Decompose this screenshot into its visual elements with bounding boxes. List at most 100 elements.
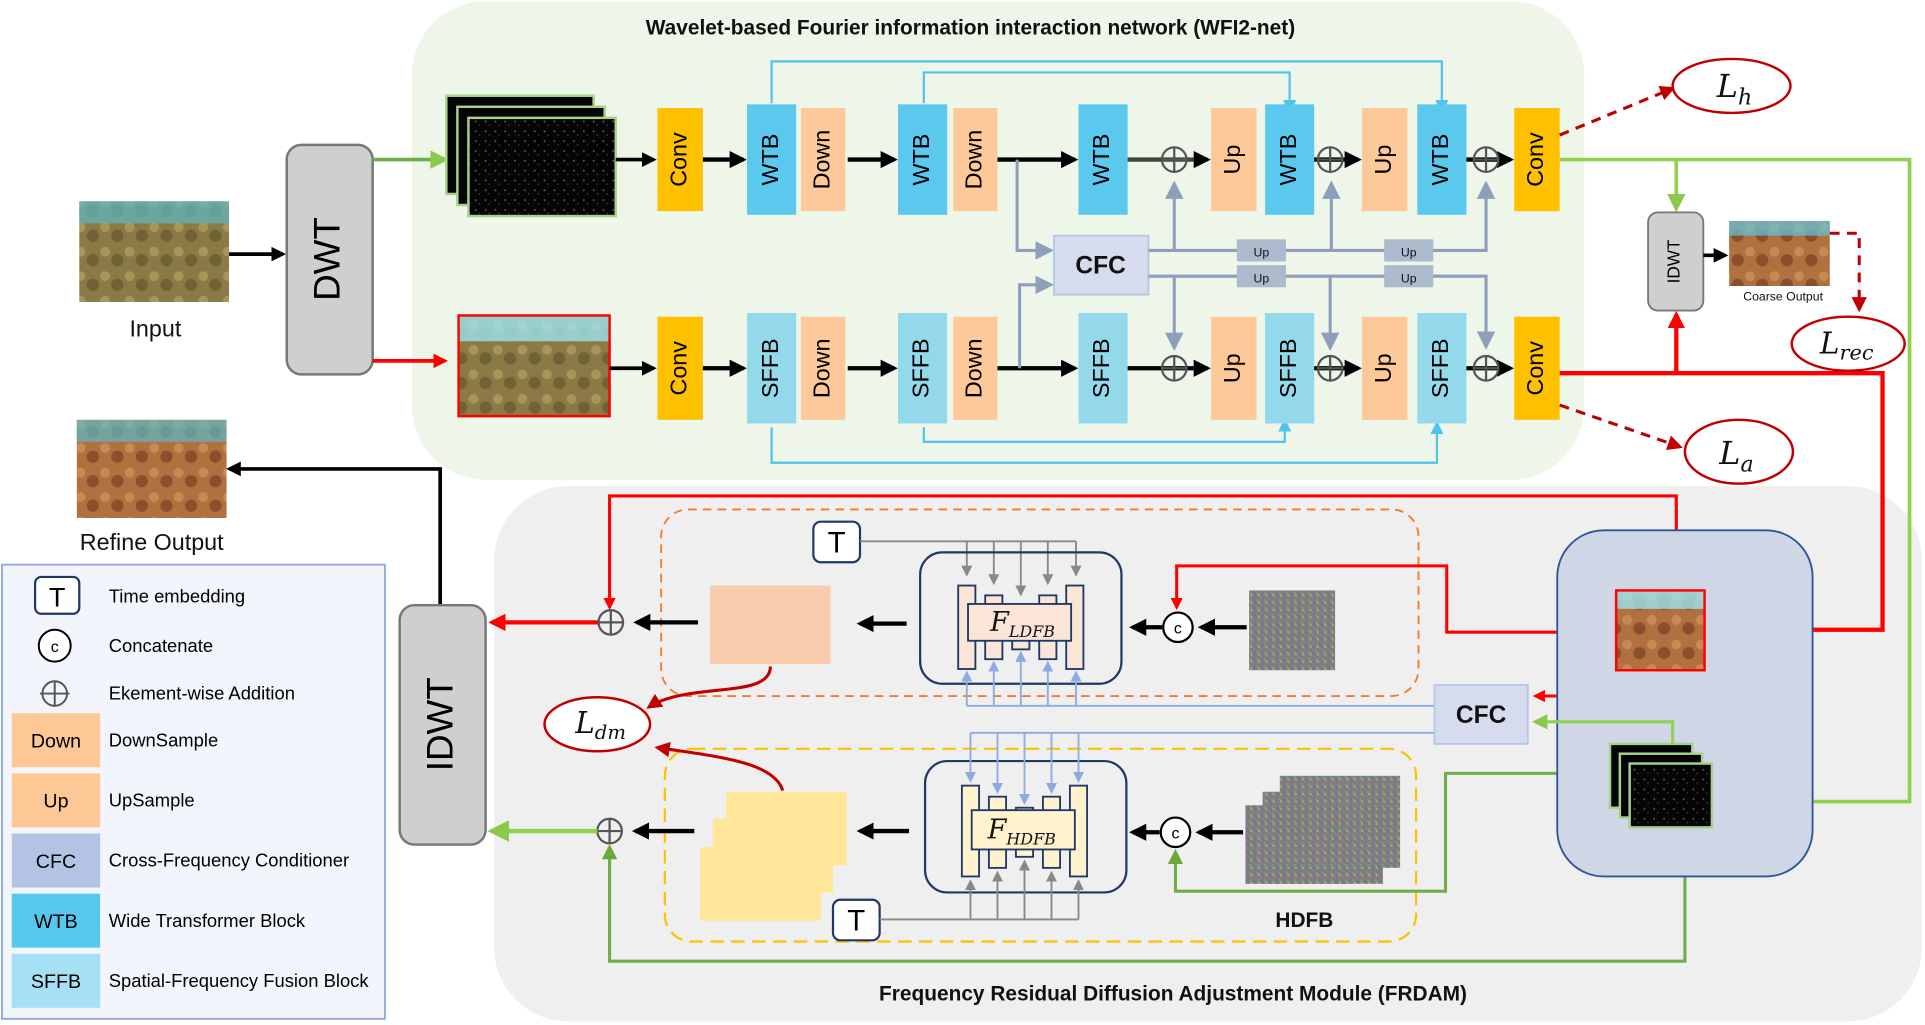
top-block-label: WTB [1275,134,1301,186]
bottom-block-conv [657,316,703,420]
red-path-conv-out [1559,310,1885,639]
legend-item-label: UpSample [109,789,195,810]
coarse-output-label: Coarse Output [1743,290,1823,304]
skip-connections-top [770,60,1449,114]
bottom-block-conv [1514,316,1560,420]
legend-swatch-label: Down [31,731,81,753]
arrow-high-to-cfc [1532,714,1675,744]
legend-item-label: Ekement-wise Addition [109,683,295,704]
hdfb-output-stack [700,791,847,921]
legend-add-icon-cross [40,681,70,706]
top-block-label: Up [1219,145,1245,175]
bottom-block-sffb [1265,313,1315,424]
add-icon-cross [1473,147,1499,172]
loss-lrec-text: Lrec [1819,327,1874,365]
top-block-label: WTB [1088,134,1114,186]
dwt-block [285,143,374,376]
refine-output-label: Refine Output [80,529,224,555]
bottom-block-label: Down [961,338,987,398]
top-block-wtb [1265,104,1315,215]
arrow-ldfb-ldm [646,666,772,709]
top-block-up [1362,108,1408,212]
add-icon-cross [1161,355,1187,381]
legend-item-label: Cross-Frequency Conditioner [109,850,349,871]
bottom-block-sffb [1417,313,1467,424]
bottom-block-label: Up [1370,353,1396,383]
arrow-hdfb-ldm [654,741,785,792]
noise-image-low [1249,590,1336,671]
legend-swatch-wtb [11,893,101,948]
cfc-label-bottom: CFC [1456,702,1507,729]
loss-lrec [1790,315,1906,372]
concat-icon-hdfb-text: c [1171,825,1179,842]
top-block-down [953,108,998,212]
low-freq-water [459,316,609,342]
top-block-wtb [1417,104,1467,215]
up-small-label: Up [1401,271,1417,285]
arrow-idwt-refine [226,461,443,606]
time-embedding-bottom-lines [879,859,1085,921]
bottom-block-sffb [747,313,797,424]
frdam-title: Frequency Residual Diffusion Adjustment … [879,982,1467,1005]
wfi2net-title: Wavelet-based Fourier information intera… [646,16,1295,39]
up-small-label: Up [1254,246,1270,260]
top-block-label: Conv [665,132,691,187]
top-block-label: Down [808,130,834,190]
top-block-label: WTB [757,134,783,186]
bottom-block-up [1211,316,1257,420]
cfc-block-bottom [1433,684,1529,745]
bottom-block-label: SFFB [1427,338,1453,398]
legend-time-icon [33,575,81,615]
bottom-block-sffb [898,313,948,424]
time-embedding-top-text: T [828,526,846,559]
bottom-block-down [953,316,998,420]
top-block-up [1211,108,1257,212]
dwt-label: DWT [306,217,347,301]
loss-ldm-text: Ldm [574,706,626,744]
cfc-block-top [1053,234,1150,296]
bottom-block-label: Down [808,338,834,398]
bottom-block-label: SFFB [1088,338,1114,398]
input-water [79,201,230,224]
legend-swatch-label: CFC [36,851,76,873]
top-block-label: Down [961,130,987,190]
legend-item-label: Time embedding [109,586,245,607]
bottom-block-sffb [1078,313,1128,424]
idwt-small-block [1647,211,1705,312]
condition-high-stack [1608,742,1714,829]
cfc-label-top: CFC [1075,253,1126,280]
top-block-label: Up [1370,145,1396,175]
green-path-conv-out [1559,157,1912,811]
skip-connections-bottom [770,418,1444,464]
idwt-label: IDWT [419,677,460,771]
add-icon-cross [1317,355,1343,381]
bottom-block-label: Conv [1522,341,1548,396]
bottom-block-down [801,316,846,420]
refine-water [76,419,227,442]
ldfb-condition-lines [961,650,1435,707]
legend-item-label: DownSample [109,729,218,750]
idwt-block [398,603,487,846]
up-small-label: Up [1254,271,1270,285]
legend-swatch-cfc [11,833,101,888]
top-block-wtb [747,104,797,215]
loss-la-text: La [1718,434,1753,477]
bottom-block-label: SFFB [757,338,783,398]
time-embedding-bottom-text: T [847,904,865,937]
high-freq-stack [445,94,617,218]
green-path-high-residual [601,771,1687,963]
top-block-down [801,108,846,212]
coarse-water [1729,220,1830,236]
ldfb-core [967,603,1073,642]
loss-ldm [543,696,652,753]
bottom-block-label: Conv [665,341,691,396]
legend-swatch-up [11,773,101,828]
up-small-label: Up [1401,246,1417,260]
legend-swatch-label: WTB [34,911,78,933]
top-block-label: WTB [908,134,934,186]
add-icon-cross [1317,147,1343,172]
arrow-to-lh [1559,85,1676,137]
top-block-conv [657,108,703,212]
hdfb-condition-lines [964,731,1435,806]
